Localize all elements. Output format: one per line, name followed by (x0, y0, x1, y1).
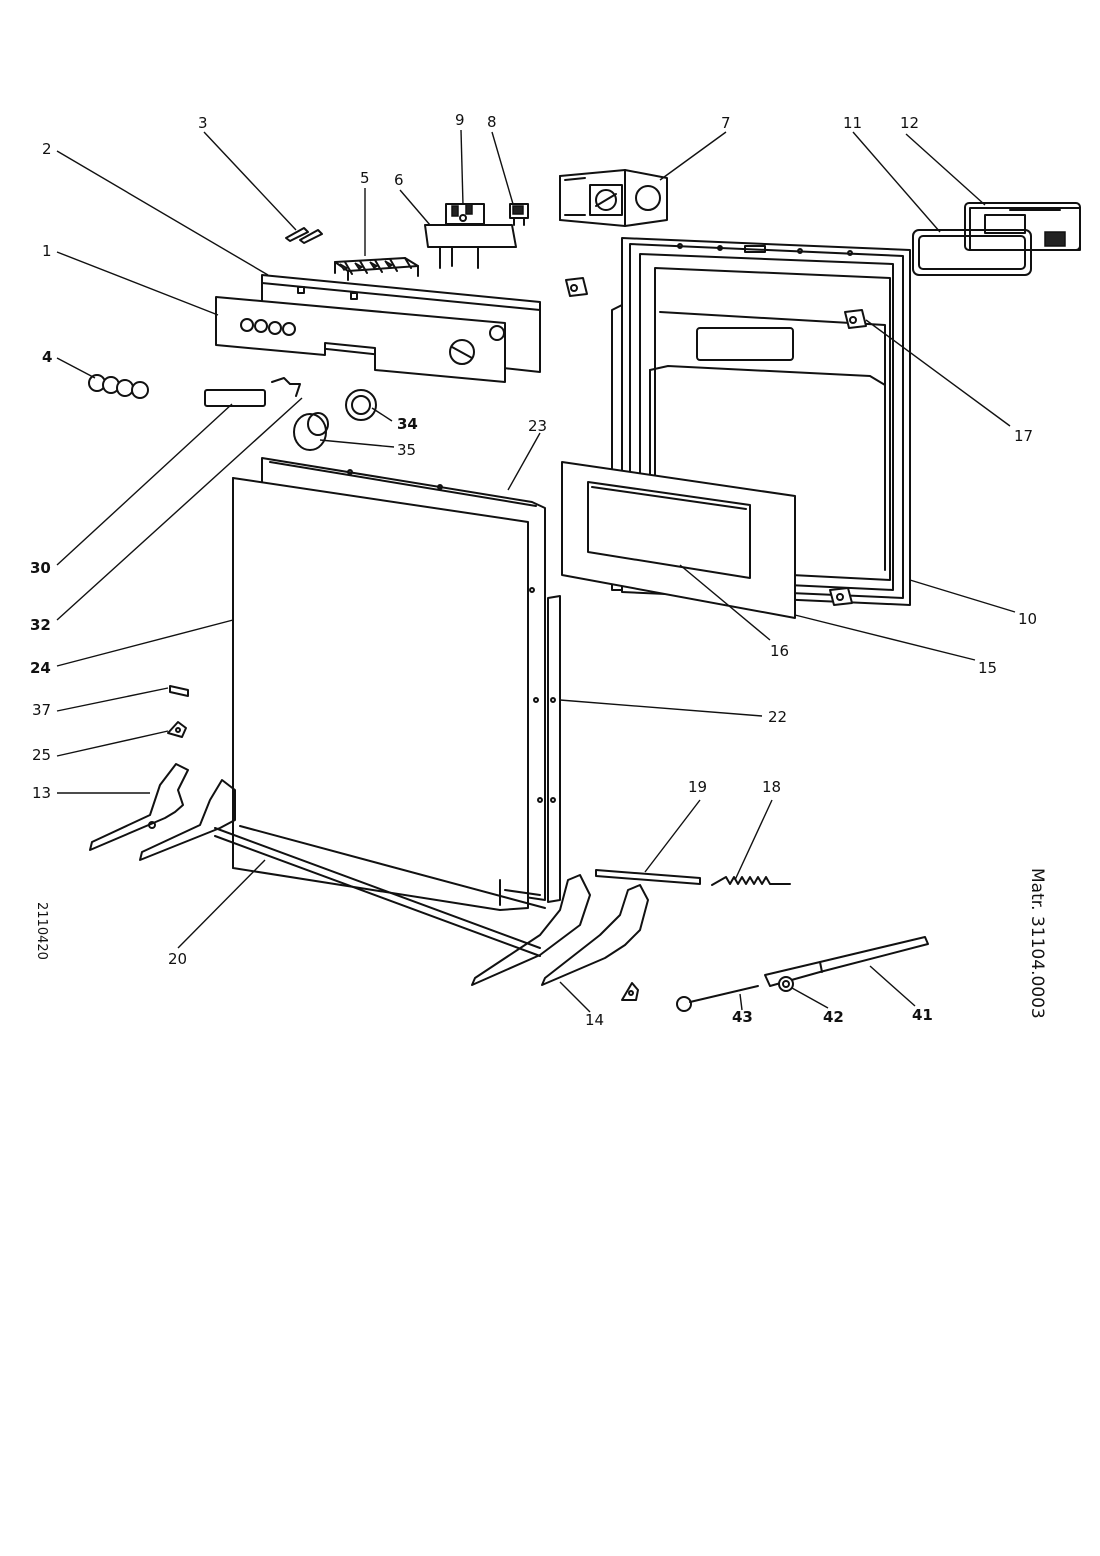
door-seal-block (844, 309, 867, 329)
label-6: 6 (394, 171, 404, 189)
label-17: 17 (1014, 427, 1033, 445)
label-19: 19 (688, 778, 707, 796)
switch-block (334, 257, 419, 281)
part-labels: 3 2 5 6 9 8 7 11 12 1 4 34 35 23 17 30 3… (30, 111, 1037, 1029)
dispenser-gasket (912, 229, 1032, 276)
knobs (88, 374, 149, 399)
label-24: 24 (30, 659, 51, 677)
spring-rod (595, 869, 701, 885)
selector-switch (424, 203, 517, 269)
label-15: 15 (978, 659, 997, 677)
label-34: 34 (397, 415, 418, 433)
block-bottom (829, 587, 853, 606)
material-number: Matr. 31104.0003 (1027, 868, 1047, 1019)
label-35: 35 (397, 441, 416, 459)
spring (711, 876, 791, 886)
hinge-right (471, 874, 649, 986)
programme-timer (559, 169, 668, 227)
plate (204, 389, 266, 407)
label-32: 32 (30, 616, 51, 634)
label-13: 13 (32, 784, 51, 802)
nut (778, 976, 794, 992)
bracket-14 (621, 982, 639, 1001)
clip (271, 377, 301, 397)
label-23: 23 (528, 417, 547, 435)
label-4: 4 (42, 348, 52, 366)
label-30: 30 (30, 559, 51, 577)
label-5: 5 (360, 169, 370, 187)
rocker-switch (509, 203, 529, 226)
side-strip (547, 595, 561, 903)
label-41: 41 (912, 1006, 933, 1024)
control-panel-fascia (215, 296, 506, 383)
label-16: 16 (770, 642, 789, 660)
label-10: 10 (1018, 610, 1037, 628)
dispenser-unit (964, 202, 1081, 251)
leader-lines (56, 129, 1016, 1013)
bottom-rail (214, 825, 546, 957)
clips-part (285, 227, 323, 244)
label-9: 9 (455, 111, 465, 129)
label-42: 42 (823, 1008, 844, 1026)
button-35 (293, 412, 329, 451)
label-7: 7 (721, 114, 731, 132)
bolt (676, 985, 759, 1012)
drawing-code: 2110420 (34, 902, 49, 960)
hinge-arm (764, 936, 929, 987)
block-left (565, 277, 588, 297)
label-22: 22 (768, 708, 787, 726)
button-34 (345, 389, 377, 421)
bracket-25 (167, 721, 187, 738)
label-14: 14 (585, 1011, 604, 1029)
label-12: 12 (900, 114, 919, 132)
label-3: 3 (198, 114, 208, 132)
label-20: 20 (168, 950, 187, 968)
label-43: 43 (732, 1008, 753, 1026)
label-37: 37 (32, 701, 51, 719)
door-window-panel (561, 461, 796, 619)
hinge-left (89, 763, 236, 861)
outer-door-panel (232, 477, 543, 911)
label-8: 8 (487, 113, 497, 131)
label-2: 2 (42, 140, 52, 158)
label-25: 25 (32, 746, 51, 764)
pin (169, 685, 189, 697)
label-1: 1 (42, 242, 52, 260)
label-18: 18 (762, 778, 781, 796)
label-11: 11 (843, 114, 862, 132)
